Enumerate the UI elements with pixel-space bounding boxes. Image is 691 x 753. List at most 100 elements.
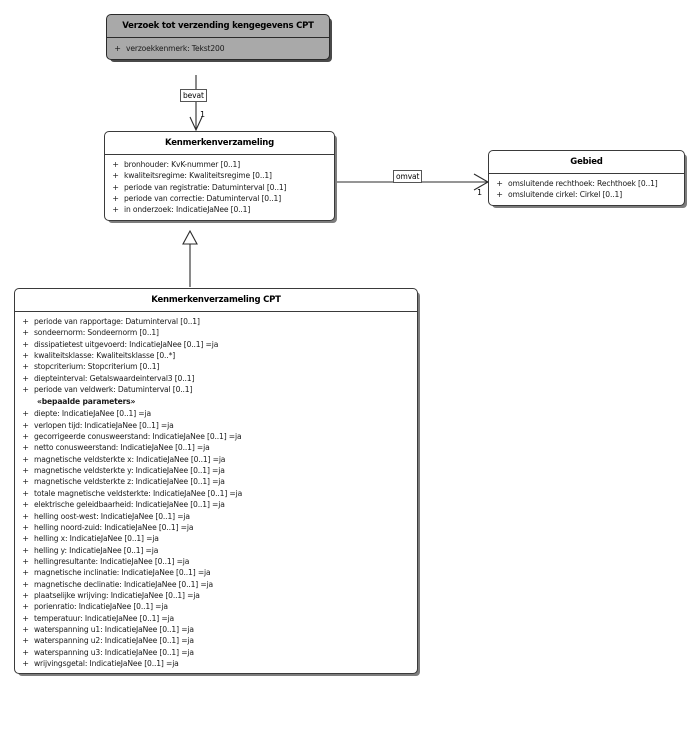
connector-generalization-triangle <box>182 229 198 245</box>
attribute-row: + waterspanning u1: IndicatieJaNee [0..1]… <box>17 624 415 635</box>
attribute-signature: waterspanning u3: IndicatieJaNee [0..1] … <box>34 647 194 657</box>
class-name-kenmerkenverzameling-cpt: Kenmerkenverzameling CPT <box>15 289 417 312</box>
attribute-signature: wrijvingsgetal: IndicatieJaNee [0..1] =j… <box>34 658 179 668</box>
visibility-marker: + <box>22 534 29 544</box>
attribute-signature: periode van correctie: Datuminterval [0.… <box>124 194 282 204</box>
attribute-signature: verlopen tijd: IndicatieJaNee [0..1] =ja <box>34 420 174 430</box>
attribute-row: + netto conusweerstand: IndicatieJaNee [0… <box>17 442 415 453</box>
visibility-marker: + <box>114 44 121 53</box>
visibility-marker: + <box>22 373 29 383</box>
attribute-signature: stopcriterium: Stopcriterium [0..1] <box>34 362 160 372</box>
attribute-row: + wrijvingsgetal: IndicatieJaNee [0..1] =… <box>17 658 415 669</box>
class-attributes-verzoek: + verzoekkenmerk: Tekst200 <box>107 38 329 59</box>
attribute-row: +totale magnetische veldsterkte: Indicat… <box>17 488 415 499</box>
visibility-marker: + <box>112 182 119 192</box>
visibility-marker: + <box>22 466 29 476</box>
attribute-row: + diepte: IndicatieJaNee [0..1] =ja <box>17 408 415 419</box>
attribute-signature: helling x: IndicatieJaNee [0..1] =ja <box>34 534 159 544</box>
attribute-row: +periode van veldwerk: Datuminterval [0.… <box>17 384 415 395</box>
attribute-signature: periode van rapportage: Datuminterval [0… <box>34 317 200 326</box>
class-box-kenmerkenverzameling[interactable]: Kenmerkenverzameling + bronhouder: KvK-n… <box>104 131 335 221</box>
attribute-signature: diepteinterval: Getalswaardeinterval3 [0… <box>34 373 195 383</box>
attribute-signature: porienratio: IndicatieJaNee [0..1] =ja <box>34 602 168 612</box>
attribute-signature: hellingresultante: IndicatieJaNee [0..1]… <box>34 556 190 566</box>
edge-multiplicity-omvat: 1 <box>477 188 483 197</box>
attribute-signature: verzoekkenmerk: Tekst200 <box>126 44 225 53</box>
attribute-signature: waterspanning u1: IndicatieJaNee [0..1] … <box>34 624 194 634</box>
visibility-marker: + <box>22 658 29 668</box>
visibility-marker: + <box>22 328 29 338</box>
attribute-signature: gecorrigeerde conusweerstand: IndicatieJ… <box>34 432 242 442</box>
attribute-signature: totale magnetische veldsterkte: Indicati… <box>34 488 243 498</box>
visibility-marker: + <box>22 500 29 510</box>
visibility-marker: + <box>22 454 29 464</box>
visibility-marker: + <box>112 205 119 215</box>
attribute-row: + periode van registratie: Datuminterval… <box>107 182 332 193</box>
attribute-row: + stopcriterium: Stopcriterium [0..1] <box>17 361 415 372</box>
attribute-signature: periode van veldwerk: Datuminterval [0..… <box>34 385 193 395</box>
attribute-row: + kwaliteitsregime: Kwaliteitsregime [0.… <box>107 170 332 181</box>
attribute-signature: plaatselijke wrijving: IndicatieJaNee [0… <box>34 590 200 600</box>
visibility-marker: + <box>22 556 29 566</box>
attribute-row: + porienratio: IndicatieJaNee [0..1] =ja <box>17 601 415 612</box>
visibility-marker: + <box>22 590 29 600</box>
attribute-signature: helling y: IndicatieJaNee [0..1] =ja <box>34 545 159 555</box>
class-name-verzoek: Verzoek tot verzending kengegevens CPT <box>107 15 329 38</box>
attribute-signature: netto conusweerstand: IndicatieJaNee [0.… <box>34 443 210 453</box>
class-box-verzoek-tot-verzending-kengegevens-cpt[interactable]: Verzoek tot verzending kengegevens CPT +… <box>106 14 330 61</box>
visibility-marker: + <box>22 409 29 419</box>
attribute-signature: dissipatietest uitgevoerd: IndicatieJaNe… <box>34 339 219 349</box>
visibility-marker: + <box>22 602 29 612</box>
stereotype-separator-bepaalde-parameters: «bepaalde parameters» <box>37 397 136 407</box>
attribute-signature: helling noord-zuid: IndicatieJaNee [0..1… <box>34 522 194 532</box>
visibility-marker: + <box>112 171 119 181</box>
class-attributes-gebied: + omsluitende rechthoek: Rechthoek [0..1… <box>489 174 684 205</box>
attribute-row: +magnetische declinatie: IndicatieJaNee … <box>17 579 415 590</box>
visibility-marker: + <box>22 477 29 487</box>
attribute-row: + in onderzoek: IndicatieJaNee [0..1] <box>107 204 332 215</box>
class-box-kenmerkenverzameling-cpt[interactable]: Kenmerkenverzameling CPT + periode van ra… <box>14 288 418 675</box>
visibility-marker: + <box>22 613 29 623</box>
attribute-row: + magnetische veldsterkte y: IndicatieJaN… <box>17 465 415 476</box>
attribute-row: + elektrische geleidbaarheid: IndicatieJa… <box>17 499 415 510</box>
attribute-signature: omsluitende rechthoek: Rechthoek [0..1] <box>508 179 658 188</box>
class-box-gebied[interactable]: Gebied + omsluitende rechthoek: Rechthoe… <box>488 150 685 206</box>
attribute-row: + dissipatietest uitgevoerd: IndicatieJaN… <box>17 339 415 350</box>
class-name-gebied: Gebied <box>489 151 684 174</box>
class-name-kenmerkenverzameling: Kenmerkenverzameling <box>105 132 334 155</box>
attribute-row: + helling x: IndicatieJaNee [0..1] =ja <box>17 533 415 544</box>
visibility-marker: + <box>22 362 29 372</box>
visibility-marker: + <box>22 339 29 349</box>
visibility-marker: + <box>22 624 29 634</box>
edge-label-omvat: omvat <box>393 170 423 183</box>
visibility-marker: + <box>112 194 119 204</box>
attribute-signature: periode van registratie: Datuminterval [… <box>124 182 287 192</box>
visibility-marker: + <box>496 190 503 200</box>
visibility-marker: + <box>22 351 29 361</box>
attribute-signature: helling oost-west: IndicatieJaNee [0..1]… <box>34 511 190 521</box>
attribute-row: +kwaliteitsklasse: Kwaliteitsklasse [0..… <box>17 350 415 361</box>
attribute-row: + temperatuur: IndicatieJaNee [0..1] =ja <box>17 613 415 624</box>
attribute-row: + bronhouder: KvK-nummer [0..1] <box>107 159 332 170</box>
attribute-signature: elektrische geleidbaarheid: IndicatieJaN… <box>34 500 225 510</box>
attribute-signature: magnetische veldsterkte y: IndicatieJaNe… <box>34 466 225 476</box>
visibility-marker: + <box>22 568 29 578</box>
attribute-signature: magnetische inclinatie: IndicatieJaNee [… <box>34 568 211 578</box>
visibility-marker: + <box>22 432 29 442</box>
visibility-marker: + <box>22 443 29 453</box>
attribute-row: + magnetische veldsterkte x: IndicatieJaN… <box>17 454 415 465</box>
attribute-row: +helling noord-zuid: IndicatieJaNee [0..… <box>17 522 415 533</box>
attribute-signature: bronhouder: KvK-nummer [0..1] <box>124 160 241 169</box>
class-attributes-kenmerkenverzameling-cpt: + periode van rapportage: Datuminterval [… <box>15 312 417 673</box>
attribute-row: +waterspanning u2: IndicatieJaNee [0..1]… <box>17 635 415 646</box>
attribute-signature: diepte: IndicatieJaNee [0..1] =ja <box>34 409 151 419</box>
attribute-row: + plaatselijke wrijving: IndicatieJaNee [… <box>17 590 415 601</box>
attribute-row: +sondeernorm: Sondeernorm [0..1] <box>17 327 415 338</box>
visibility-marker: + <box>22 420 29 430</box>
edge-multiplicity-bevat: 1 <box>200 110 206 119</box>
attribute-signature: magnetische veldsterkte x: IndicatieJaNe… <box>34 454 226 464</box>
class-attributes-kenmerkenverzameling: + bronhouder: KvK-nummer [0..1] + kwalit… <box>105 155 334 220</box>
attribute-signature: temperatuur: IndicatieJaNee [0..1] =ja <box>34 613 175 623</box>
attribute-signature: kwaliteitsregime: Kwaliteitsregime [0..1… <box>124 171 272 181</box>
visibility-marker: + <box>22 545 29 555</box>
